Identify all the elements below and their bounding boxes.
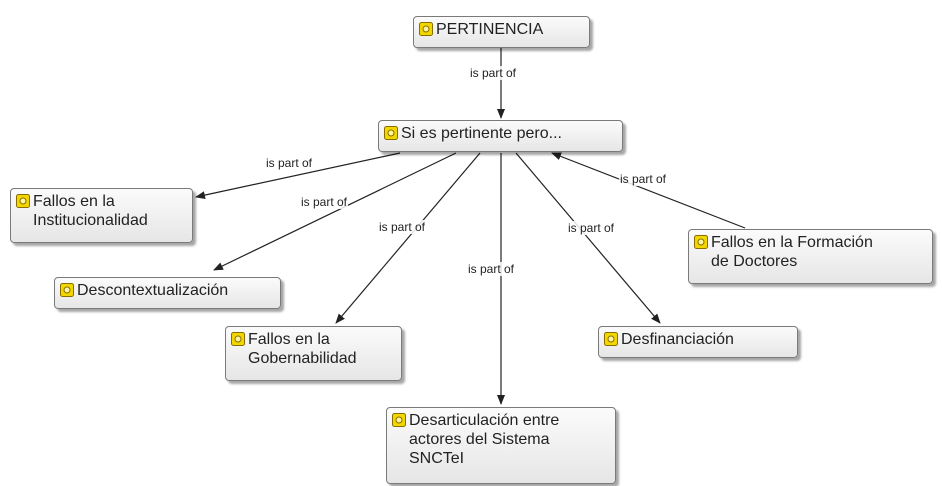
edge-label: is part of: [619, 172, 668, 186]
node-label: Fallos en la Institucionalidad: [33, 193, 148, 229]
edge-arrow: [515, 152, 661, 324]
node-label: Fallos en la Formación de Doctores: [711, 234, 873, 270]
node-label: Desarticulación entre actores del Sistem…: [409, 412, 560, 467]
edge-label: is part of: [467, 262, 516, 276]
concept-icon: [604, 332, 618, 346]
edge-label: is part of: [469, 66, 518, 80]
concept-icon: [231, 332, 245, 346]
edge-arrow: [335, 152, 481, 324]
concept-node-fallos-gobernabilidad[interactable]: Fallos en la Gobernabilidad: [225, 326, 402, 381]
concept-node-pertinencia[interactable]: PERTINENCIA: [413, 16, 590, 48]
concept-node-desfinanciacion[interactable]: Desfinanciación: [598, 326, 798, 358]
edge-arrow: [195, 152, 401, 200]
node-label: PERTINENCIA: [436, 21, 544, 38]
node-label: Descontextualización: [77, 282, 229, 299]
concept-icon: [16, 194, 30, 208]
node-label: Fallos en la Gobernabilidad: [248, 331, 357, 367]
concept-icon: [60, 283, 74, 297]
edge-label: is part of: [378, 220, 427, 234]
concept-icon: [694, 235, 708, 249]
concept-node-si-es-pertinente[interactable]: Si es pertinente pero...: [378, 120, 623, 152]
concept-icon: [392, 413, 406, 427]
concept-node-fallos-institucionalidad[interactable]: Fallos en la Institucionalidad: [10, 188, 193, 243]
concept-icon: [384, 126, 398, 140]
node-label: Desfinanciación: [621, 331, 734, 348]
concept-node-desarticulacion[interactable]: Desarticulación entre actores del Sistem…: [386, 407, 616, 484]
edge-arrow: [551, 152, 746, 229]
concept-node-fallos-formacion-doctores[interactable]: Fallos en la Formación de Doctores: [688, 229, 933, 284]
concept-icon: [419, 22, 433, 36]
edge-label: is part of: [265, 156, 314, 170]
concept-node-descontextualizacion[interactable]: Descontextualización: [54, 277, 281, 309]
edge-label: is part of: [567, 221, 616, 235]
edge-arrow: [213, 152, 457, 271]
node-label: Si es pertinente pero...: [401, 125, 562, 142]
edge-label: is part of: [300, 195, 349, 209]
